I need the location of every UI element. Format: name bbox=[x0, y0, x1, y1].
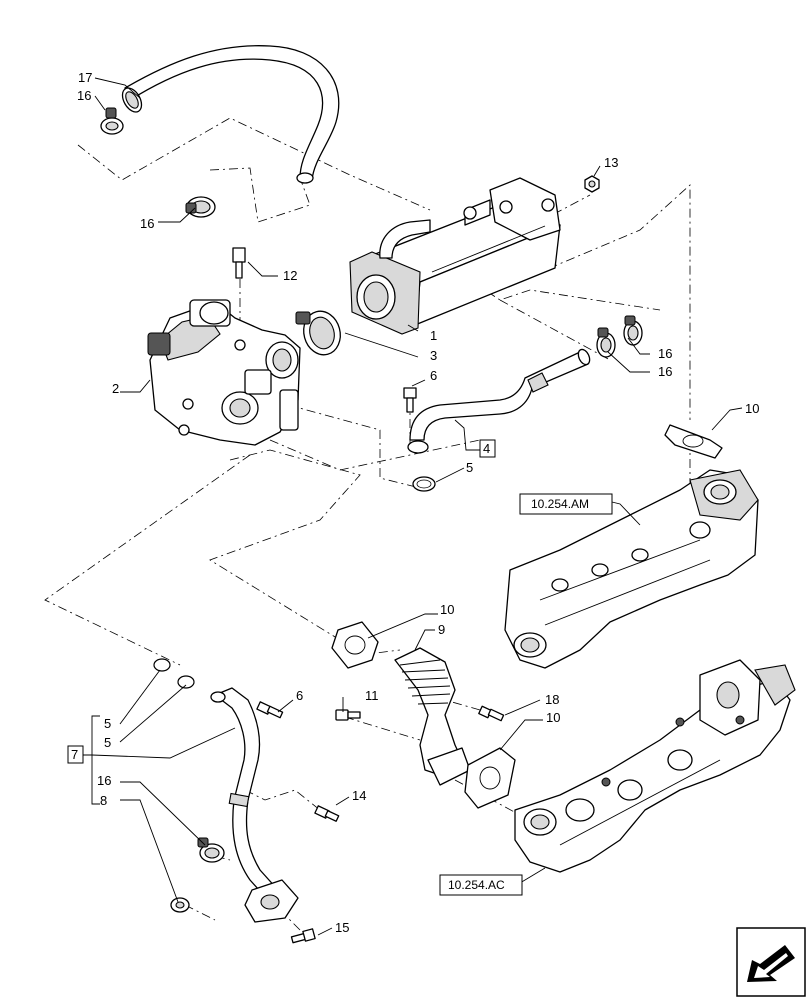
gasket-10-mid[interactable] bbox=[331, 621, 379, 669]
pipe-7[interactable] bbox=[210, 687, 299, 923]
callout-12[interactable]: 12 bbox=[283, 268, 297, 283]
clamp-16-mid[interactable] bbox=[185, 196, 216, 218]
clamp-16-right-b[interactable] bbox=[623, 315, 643, 346]
bolt-14[interactable] bbox=[314, 805, 340, 822]
callout-18[interactable]: 18 bbox=[545, 692, 559, 707]
hose-17[interactable] bbox=[119, 45, 340, 184]
oring-5-lower-b[interactable] bbox=[177, 675, 195, 689]
callout-16-right-a[interactable]: 16 bbox=[658, 346, 672, 361]
callout-labels: 17 16 16 12 13 2 1 3 16 16 6 5 10 10 9 5… bbox=[77, 70, 759, 935]
arrow-icon[interactable] bbox=[736, 927, 806, 997]
callout-4: 4 bbox=[483, 441, 490, 456]
callout-16-top[interactable]: 16 bbox=[77, 88, 91, 103]
bolt-15[interactable] bbox=[290, 928, 316, 944]
callout-15[interactable]: 15 bbox=[335, 920, 349, 935]
callout-10-lower[interactable]: 10 bbox=[546, 710, 560, 725]
exhaust-manifold-lower bbox=[514, 659, 796, 873]
exhaust-manifold-upper bbox=[504, 469, 759, 669]
nut-13[interactable] bbox=[584, 175, 600, 193]
callout-10-mid[interactable]: 10 bbox=[440, 602, 454, 617]
reference-upper-manifold[interactable]: 10.254.AM bbox=[519, 493, 613, 515]
callout-8[interactable]: 8 bbox=[100, 793, 107, 808]
callout-13[interactable]: 13 bbox=[604, 155, 618, 170]
callout-1[interactable]: 1 bbox=[430, 328, 437, 343]
washer-8[interactable] bbox=[170, 897, 190, 913]
callout-6-upper[interactable]: 6 bbox=[430, 368, 437, 383]
callout-7: 7 bbox=[71, 747, 78, 762]
flex-pipe-9[interactable] bbox=[394, 647, 471, 786]
callout-17[interactable]: 17 bbox=[78, 70, 92, 85]
reference-lower-manifold[interactable]: 10.254.AC bbox=[439, 874, 523, 896]
callout-9[interactable]: 9 bbox=[438, 622, 445, 637]
clamp-16-right-a[interactable] bbox=[596, 327, 616, 358]
bolt-12[interactable] bbox=[232, 247, 246, 279]
bolt-6-upper[interactable] bbox=[403, 387, 417, 413]
bolt-18[interactable] bbox=[478, 705, 505, 722]
bolt-6-lower[interactable] bbox=[256, 701, 284, 719]
callout-16-lower[interactable]: 16 bbox=[97, 773, 111, 788]
gasket-10-top[interactable] bbox=[664, 424, 723, 459]
reference-label-upper: 10.254.AM bbox=[531, 497, 589, 511]
oring-5-lower-a[interactable] bbox=[153, 658, 171, 672]
bolt-11[interactable] bbox=[335, 709, 361, 721]
clamp-16-lower[interactable] bbox=[197, 837, 225, 863]
callout-3[interactable]: 3 bbox=[430, 348, 437, 363]
clamp-3[interactable] bbox=[295, 307, 345, 359]
callout-10-top[interactable]: 10 bbox=[745, 401, 759, 416]
pipe-4[interactable] bbox=[407, 348, 592, 454]
callout-11[interactable]: 11 bbox=[365, 688, 379, 703]
leader-lines bbox=[82, 77, 743, 936]
callout-6-lower[interactable]: 6 bbox=[296, 688, 303, 703]
reference-label-lower: 10.254.AC bbox=[448, 878, 505, 892]
callout-2[interactable]: 2 bbox=[112, 381, 119, 396]
callout-5-upper[interactable]: 5 bbox=[466, 460, 473, 475]
egr-cooler-1[interactable] bbox=[349, 177, 561, 335]
callout-16-right-b[interactable]: 16 bbox=[658, 364, 672, 379]
callout-16-mid[interactable]: 16 bbox=[140, 216, 154, 231]
callout-4-box[interactable]: 4 bbox=[479, 439, 496, 458]
callout-14[interactable]: 14 bbox=[352, 788, 366, 803]
callout-5-lower-b[interactable]: 5 bbox=[104, 735, 111, 750]
gasket-10-lower[interactable] bbox=[464, 747, 516, 809]
egr-valve-2[interactable] bbox=[147, 299, 301, 446]
clamp-16-top[interactable] bbox=[100, 107, 124, 135]
assembly-lines bbox=[44, 117, 691, 931]
oring-5-upper[interactable] bbox=[412, 476, 436, 492]
callout-5-lower-a[interactable]: 5 bbox=[104, 716, 111, 731]
callout-7-box[interactable]: 7 bbox=[67, 745, 84, 764]
